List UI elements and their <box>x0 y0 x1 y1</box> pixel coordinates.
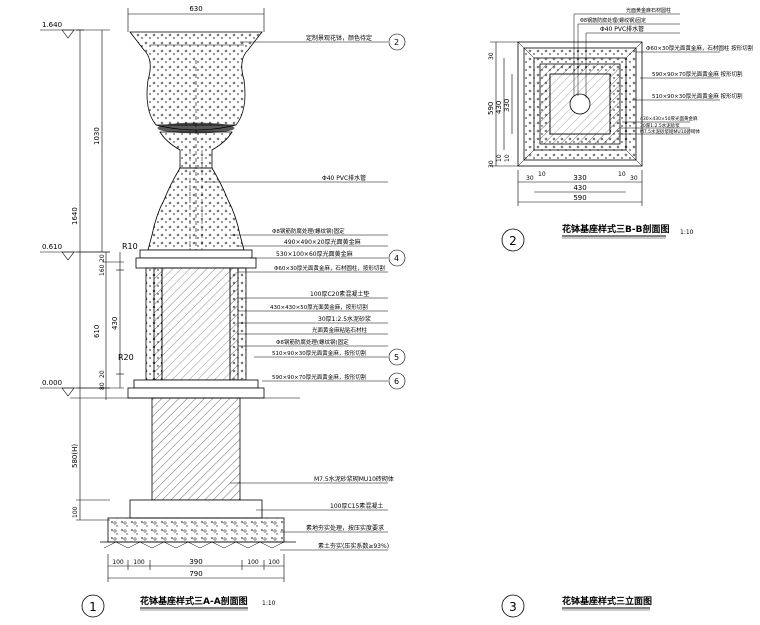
callout-tag-5: 5 <box>394 353 399 362</box>
callout-1-7: 430×430×50厚光面黄金麻，按形切割 <box>270 303 368 311</box>
level-mid: 0.610 <box>42 243 62 251</box>
callout-1-8: 30厚1:2.5水泥砂浆 <box>318 315 371 323</box>
bb-callout-6: 430×430×50厚光面黄金麻 <box>640 115 698 122</box>
callout-tag-4: 4 <box>394 254 399 263</box>
bb-callout-8: M7.5水泥砂浆砌MU10砖砌体 <box>640 128 700 135</box>
callout-1-5: Φ60×30厚光面黄金麻，石材圆柱，按形切割 <box>274 264 385 272</box>
drawing-number-2: 2 <box>509 234 517 248</box>
bb-ldim-4: 10 <box>496 154 503 162</box>
bdim-3: 100 <box>247 559 259 566</box>
dim-580h: 580(H) <box>71 444 79 468</box>
drawing-title-2: 花钵基座样式三B-B剖面图 <box>562 223 669 235</box>
dim-top-width <box>127 8 265 32</box>
bb-bdim-0: 30 <box>526 175 534 182</box>
bb-bdim-5: 430 <box>573 184 586 192</box>
callout-1-6: 100厚C20素混凝土垫 <box>310 290 369 298</box>
drawing-number-3: 3 <box>509 600 517 614</box>
bb-ldim-5: 10 <box>504 154 511 162</box>
bdim-4: 100 <box>268 559 280 566</box>
dim-80: 80 <box>99 382 106 390</box>
bdim-0: 100 <box>112 559 124 566</box>
dim-1640: 1640 <box>71 207 79 225</box>
bb-ldim-2: 330 <box>503 99 511 112</box>
bb-callout-2: Φ40 PVC排水管 <box>600 25 644 33</box>
callout-1-3: 490×490×20厚光面黄金麻 <box>284 238 361 246</box>
callout-1-10: Φ8钢筋防腐处理(螺纹钢)固定 <box>276 338 349 346</box>
callout-1-2: Φ8钢筋防腐处理(螺纹钢)固定 <box>272 227 345 235</box>
dim-160: 160 <box>99 264 106 276</box>
dim-1030: 1030 <box>93 127 101 145</box>
drawing-number-circle-2 <box>501 228 525 252</box>
level-zero: 0.000 <box>42 379 62 387</box>
level-top: 1.640 <box>42 21 62 29</box>
dim-20a: 20 <box>99 254 106 262</box>
bb-bdim-4: 330 <box>573 174 586 182</box>
bb-callout-0: 光面黄金麻石材圆柱 <box>626 7 671 14</box>
dim-430: 430 <box>111 317 119 330</box>
bb-callout-5: 510×90×30厚光面黄金麻 按形切割 <box>652 92 743 100</box>
callout-tag-2: 2 <box>394 38 399 47</box>
section-aa <box>70 31 300 549</box>
bb-dim-lines <box>490 41 643 206</box>
callout-1-16: 素土夯实(压实系数≥93%) <box>318 542 389 550</box>
bb-ldim-0: 590 <box>487 102 495 115</box>
drawing-number-circle-1 <box>81 594 105 618</box>
callout-leaders-1 <box>204 41 388 551</box>
bb-callout-7: 30厚1:2.5水泥砂浆 <box>640 122 680 129</box>
bb-dim-texts: 590 430 330 30 10 10 30 30 10 10 30 330 … <box>487 52 638 202</box>
drawing-scale-2: 1:10 <box>680 229 694 236</box>
callout-tag-6: 6 <box>394 377 399 386</box>
bb-callout-3: Φ60×30厚光面黄金麻，石材圆柱 按形切割 <box>646 44 754 52</box>
callout-1-13: M7.5水泥砂浆砌MU10砖砌体 <box>314 475 394 483</box>
drawing-title-3: 花钵基座样式三立面图 <box>562 595 652 607</box>
radius-r10: R10 <box>122 242 138 251</box>
drawing-number-circle-3 <box>501 594 525 618</box>
bdim-1: 100 <box>133 559 145 566</box>
drawing-number-1: 1 <box>89 600 97 614</box>
left-dim-texts: 1030 1640 20 160 430 610 20 80 580(H) 10… <box>71 127 119 518</box>
callout-tags-1 <box>388 33 406 390</box>
bottom-dim-texts: 100 100 390 100 100 790 <box>112 558 280 578</box>
callout-1-14: 100厚C15素混凝土 <box>330 502 383 510</box>
callout-1-11: 510×90×30厚光面黄金麻，按形切割 <box>272 349 367 357</box>
bb-bdim-3: 30 <box>630 175 638 182</box>
bb-ldim-1: 430 <box>495 101 503 114</box>
callout-1-15: 素地夯实处理，按压实度要求 <box>306 524 384 532</box>
bdim-5: 790 <box>189 570 202 578</box>
bb-bdim-2: 10 <box>618 171 626 178</box>
dim-610: 610 <box>93 325 101 338</box>
radius-r20: R20 <box>118 353 134 362</box>
dim-100: 100 <box>72 506 79 518</box>
drawing-scale-1: 1:10 <box>262 600 276 607</box>
bdim-2: 390 <box>189 558 202 566</box>
drawing-title-1: 花钵基座样式三A-A剖面图 <box>140 595 248 607</box>
bb-bdim-1: 10 <box>538 171 546 178</box>
bb-callout-1: Φ8钢筋防腐处理(螺纹钢)固定 <box>580 17 646 24</box>
callout-1-0: 定制景观花钵，颜色待定 <box>306 34 372 42</box>
bb-callout-leaders <box>573 13 720 135</box>
callout-texts-1: 定制景观花钵，颜色待定 2 Φ40 PVC排水管 Φ8钢筋防腐处理(螺纹钢)固定… <box>270 34 399 550</box>
bb-bdim-6: 590 <box>573 194 586 202</box>
callout-1-12: 590×90×70厚光面黄金麻，按形切割 <box>272 373 367 381</box>
section-bb <box>517 41 643 167</box>
callout-1-9: 光面黄金麻粘贴石材柱 <box>312 326 368 334</box>
bottom-dim-lines <box>107 554 285 582</box>
bb-ldim-6: 30 <box>488 52 495 60</box>
dim-20b: 20 <box>99 370 106 378</box>
callout-1-4: 530×100×60厚光面黄金麻 <box>276 250 353 258</box>
left-dim-lines <box>76 29 124 521</box>
bb-ldim-3: 30 <box>488 160 495 168</box>
callout-1-1: Φ40 PVC排水管 <box>322 174 366 182</box>
bb-callout-texts: 光面黄金麻石材圆柱 Φ8钢筋防腐处理(螺纹钢)固定 Φ40 PVC排水管 Φ60… <box>580 7 754 135</box>
dim-top-width-label: 630 <box>189 5 202 13</box>
bb-callout-4: 590×90×70厚光面黄金麻 按形切割 <box>652 70 743 78</box>
